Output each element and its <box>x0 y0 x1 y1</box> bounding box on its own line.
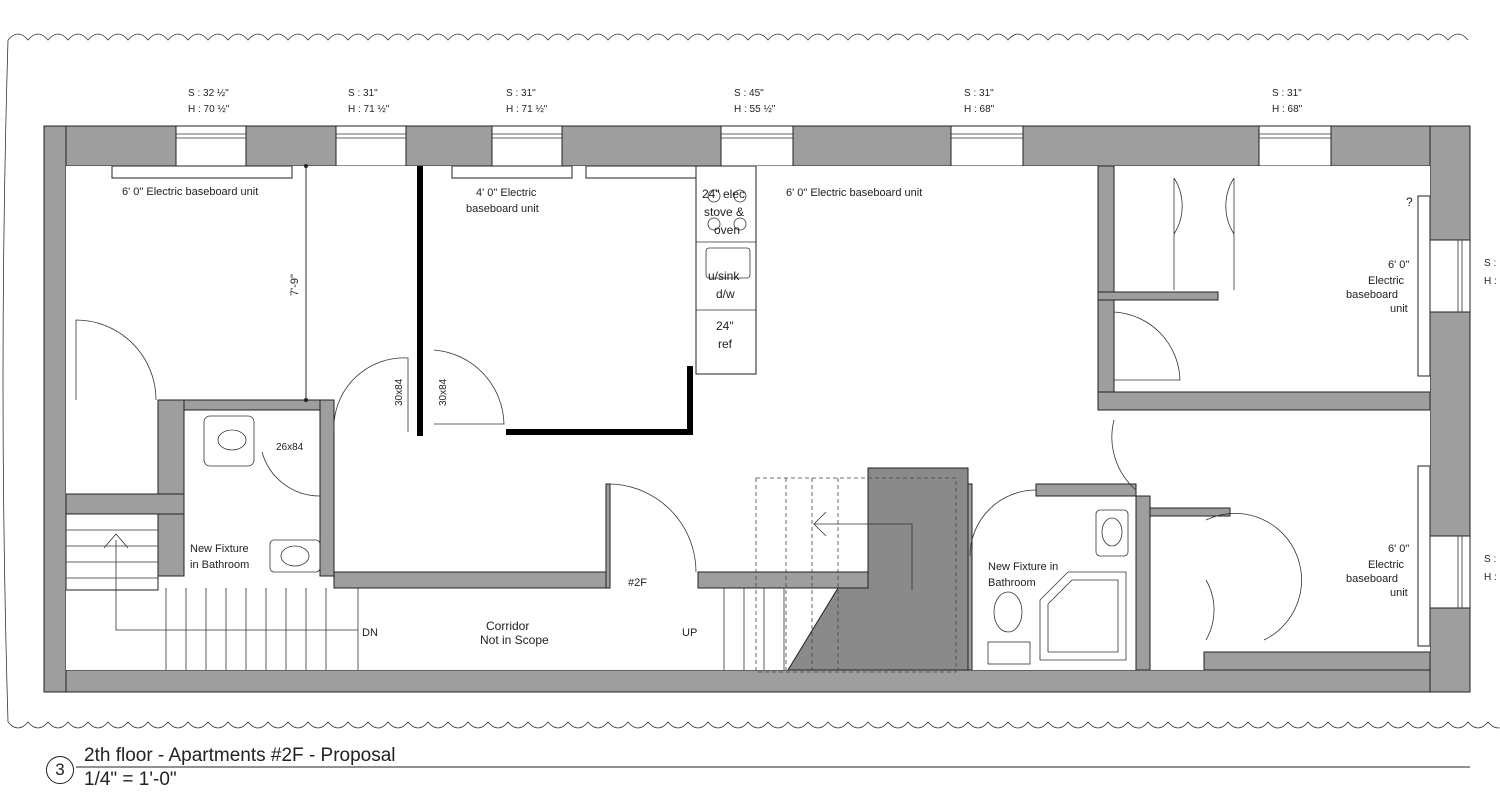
baseboard-label: unit <box>1390 587 1408 599</box>
baseboard-label: unit <box>1390 303 1408 315</box>
baseboard-unit <box>111 165 293 179</box>
sink-label: u/sink <box>708 269 740 283</box>
interior-walls <box>65 165 1431 671</box>
stove-label: 24" elec <box>702 187 745 201</box>
window-label-s: S : 31" <box>506 88 536 99</box>
window-label-s: S : 45" <box>734 88 764 99</box>
baseboard-unit <box>1417 195 1431 377</box>
window-label-s: S : <box>1484 258 1496 269</box>
baseboard-label: 4' 0" Electric <box>476 187 537 199</box>
stair-down-label: DN <box>362 627 378 639</box>
unit-number-label: #2F <box>628 577 647 589</box>
door-size-label: 30x84 <box>438 378 449 406</box>
window-label-h: H : <box>1484 572 1497 583</box>
window-label-h: H : 71 ½" <box>506 104 548 115</box>
window-label-h: H : 70 ½" <box>188 104 230 115</box>
view-title: 2th floor - Apartments #2F - Proposal <box>84 745 396 766</box>
stove-label: oven <box>714 223 740 237</box>
windows-top <box>175 125 1332 167</box>
window-label-s: S : 31" <box>1272 88 1302 99</box>
door-size-label: 26x84 <box>276 442 304 453</box>
baseboard-label: Electric <box>1368 275 1405 287</box>
stair-up-label: UP <box>682 627 697 639</box>
windows-right <box>1429 239 1471 609</box>
window-label-s: S : <box>1484 554 1496 565</box>
stairs-left <box>65 513 359 670</box>
window <box>1429 535 1471 609</box>
baseboard-label: 6' 0" Electric baseboard unit <box>786 187 922 199</box>
baseboard-label: Electric <box>1368 559 1405 571</box>
window-label-s: S : 31" <box>348 88 378 99</box>
window <box>175 125 247 167</box>
window <box>720 125 794 167</box>
view-number-badge: 3 <box>46 756 74 784</box>
question-mark-label: ? <box>1406 195 1413 209</box>
ref-label: ref <box>718 337 733 351</box>
corridor-label: Corridor <box>486 619 529 633</box>
window-label-s: S : 32 ½" <box>188 88 229 99</box>
window-label-h: H : 55 ½" <box>734 104 776 115</box>
window <box>950 125 1024 167</box>
revision-cloud-bottom <box>7 721 1500 729</box>
stove-label: stove & <box>704 205 744 219</box>
window-label-h: H : 68" <box>1272 104 1303 115</box>
window-label-s: S : 31" <box>964 88 994 99</box>
window-label-h: H : 71 ½" <box>348 104 390 115</box>
bathroom-label: New Fixture <box>190 543 249 555</box>
window <box>1258 125 1332 167</box>
baseboard-label: baseboard <box>1346 573 1398 585</box>
exterior-wall-bottom <box>43 669 1471 693</box>
bathroom-label: Bathroom <box>988 577 1036 589</box>
window-label-h: H : <box>1484 276 1497 287</box>
baseboard-unit <box>585 165 697 179</box>
bathroom-fixtures <box>203 415 1129 665</box>
sink-label: d/w <box>716 287 735 301</box>
dimension-label: 7'-9" <box>289 274 301 296</box>
view-scale: 1/4" = 1'-0" <box>84 769 177 790</box>
window <box>491 125 563 167</box>
baseboard-unit <box>1417 465 1431 647</box>
exterior-wall-left <box>43 125 67 693</box>
bathroom-label: New Fixture in <box>988 561 1058 573</box>
baseboard-label: 6' 0" <box>1388 543 1409 555</box>
baseboard-label: 6' 0" <box>1388 259 1409 271</box>
baseboard-label: baseboard <box>1346 289 1398 301</box>
kitchen-counter <box>695 165 757 375</box>
ref-label: 24" <box>716 319 734 333</box>
bathroom-label: in Bathroom <box>190 559 249 571</box>
revision-cloud-top <box>7 33 1469 41</box>
baseboard-unit <box>451 165 573 179</box>
baseboard-label: baseboard unit <box>466 203 539 215</box>
corridor-label: Not in Scope <box>480 633 549 647</box>
door-size-label: 30x84 <box>394 378 405 406</box>
stairs-center <box>723 467 969 673</box>
window <box>1429 239 1471 313</box>
window-label-h: H : 68" <box>964 104 995 115</box>
door-swings <box>75 177 1303 641</box>
window <box>335 125 407 167</box>
baseboard-label: 6' 0" Electric baseboard unit <box>122 186 258 198</box>
revision-cloud-left <box>2 39 9 723</box>
